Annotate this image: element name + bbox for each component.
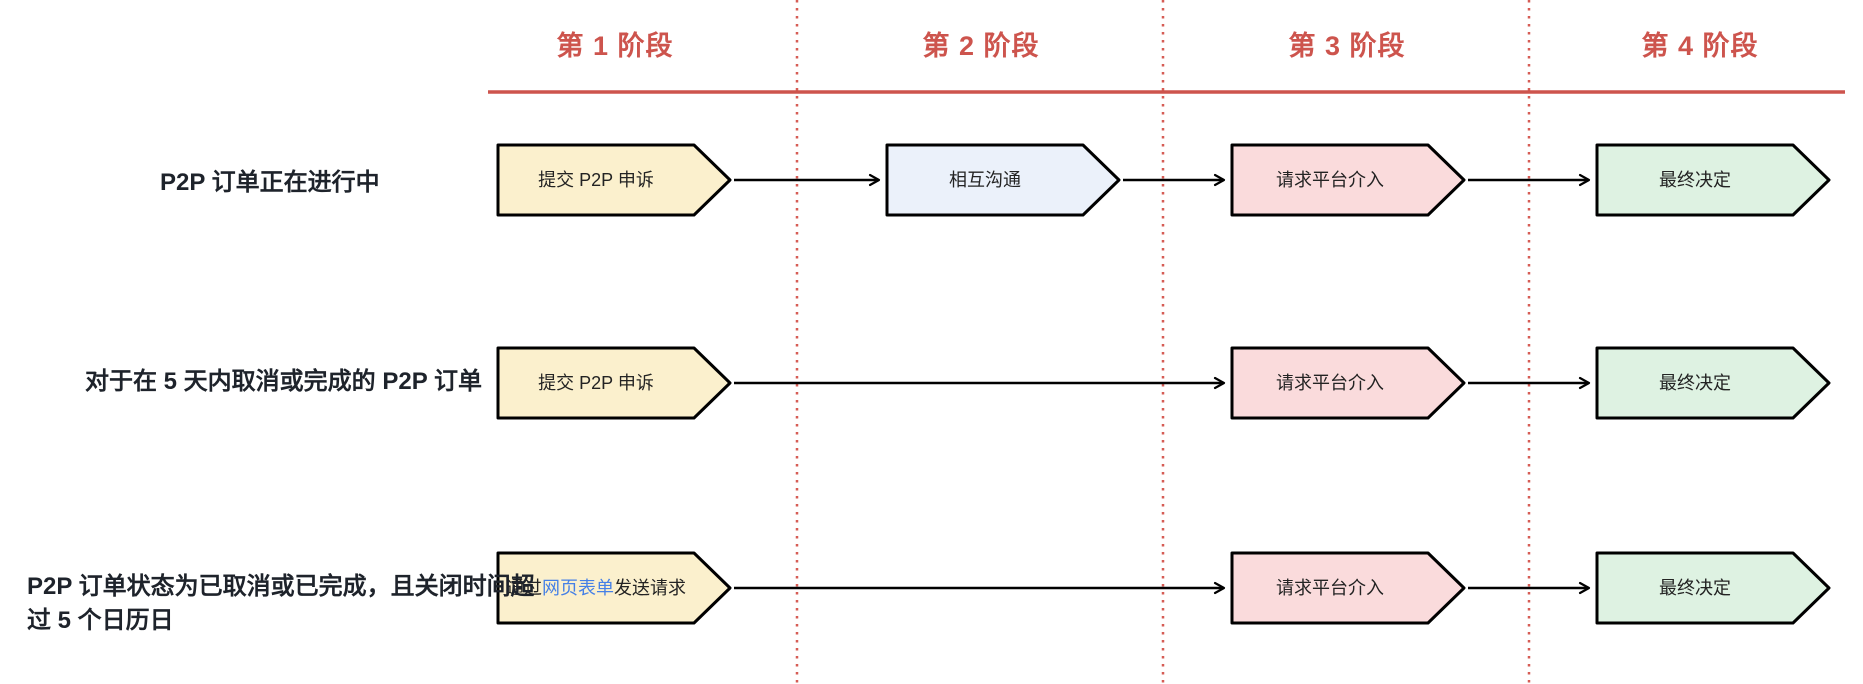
process-step-label-part: 发送请求 <box>614 578 686 598</box>
stage-header-3: 第 3 阶段 <box>1288 31 1406 61</box>
process-step-label: 最终决定 <box>1659 373 1731 393</box>
row-label-closed-over-5-days: P2P 订单状态为已取消或已完成，且关闭时间超 过 5 个日历日 <box>27 570 535 638</box>
process-step-label: 提交 P2P 申诉 <box>538 373 654 393</box>
process-step-shape <box>1230 551 1466 625</box>
row-label-line: P2P 订单状态为已取消或已完成，且关闭时间超 <box>27 573 535 600</box>
process-step-label: 最终决定 <box>1659 170 1731 190</box>
stage-header-4: 第 4 阶段 <box>1641 31 1759 61</box>
process-step-label: 请求平台介入 <box>1276 170 1384 190</box>
process-step-label: 提交 P2P 申诉 <box>538 170 654 190</box>
process-step-shape <box>1595 346 1831 420</box>
row-label-line: P2P 订单正在进行中 <box>160 169 380 196</box>
process-step-label: 通过网页表单发送请求 <box>506 578 686 598</box>
process-step-shape <box>1230 143 1466 217</box>
process-step-label: 请求平台介入 <box>1276 578 1384 598</box>
process-step-shape <box>1230 346 1466 420</box>
process-step-shape <box>1595 551 1831 625</box>
process-step-label-part: 通过 <box>506 578 542 598</box>
process-step-label: 请求平台介入 <box>1276 373 1384 393</box>
process-step-shape <box>496 346 732 420</box>
process-step-shape <box>1595 143 1831 217</box>
process-step-shape <box>496 143 732 217</box>
row-label-cancelled-within-5-days: 对于在 5 天内取消或完成的 P2P 订单 <box>85 365 482 399</box>
process-step-label: 最终决定 <box>1659 578 1731 598</box>
stage-header-2: 第 2 阶段 <box>922 31 1040 61</box>
row-label-line: 过 5 个日历日 <box>27 607 174 634</box>
process-step-shape <box>496 551 732 625</box>
web-form-link[interactable]: 网页表单 <box>542 578 614 598</box>
process-step-shape <box>885 143 1121 217</box>
process-step-label: 相互沟通 <box>949 170 1021 190</box>
stage-header-1: 第 1 阶段 <box>556 31 674 61</box>
row-label-ongoing-order: P2P 订单正在进行中 <box>160 166 380 200</box>
row-label-line: 对于在 5 天内取消或完成的 P2P 订单 <box>85 368 482 395</box>
